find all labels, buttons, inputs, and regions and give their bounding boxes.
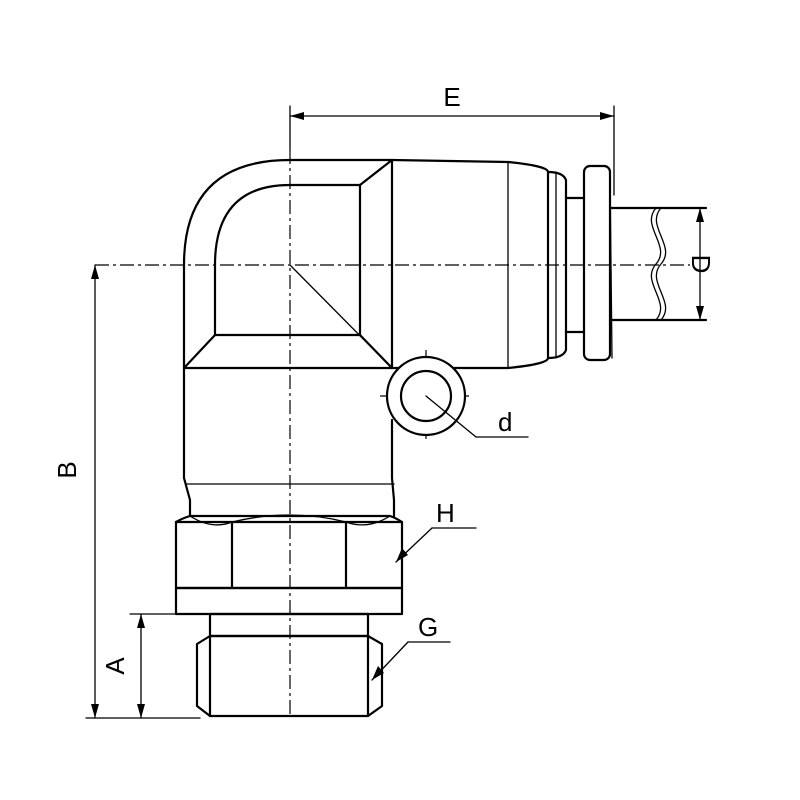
dimension-b: B <box>52 264 201 719</box>
release-collar <box>564 164 613 362</box>
dimension-e: E <box>289 82 615 196</box>
label-a: A <box>100 657 130 675</box>
label-d-lower: d <box>498 407 512 437</box>
leader-g: G <box>371 612 451 681</box>
label-b: B <box>52 461 82 478</box>
tube-stub <box>608 206 708 322</box>
dimension-a: A <box>100 613 211 719</box>
label-d-upper: D <box>686 255 716 274</box>
orifice-d <box>385 355 529 438</box>
dimension-d: D <box>686 207 716 321</box>
label-g: G <box>418 612 438 642</box>
leader-h: H <box>395 498 477 563</box>
elbow-body <box>182 158 394 370</box>
hex-nut <box>174 514 404 616</box>
body-stem <box>182 366 396 518</box>
horizontal-sleeve <box>390 158 568 370</box>
thread-g <box>195 612 384 718</box>
label-e: E <box>443 82 460 112</box>
label-h: H <box>436 498 455 528</box>
